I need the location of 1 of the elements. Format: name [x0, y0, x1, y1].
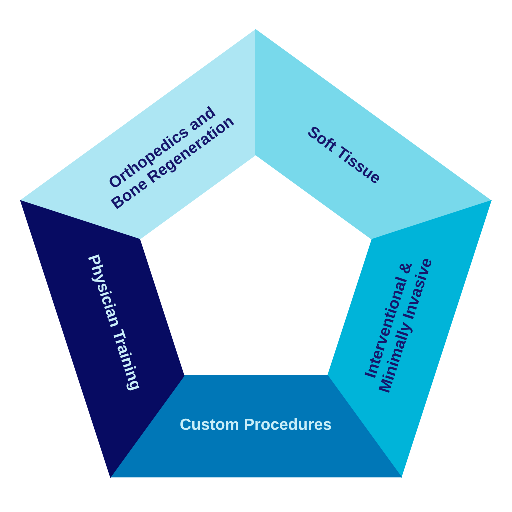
segment-label: Custom Procedures: [178, 417, 333, 436]
